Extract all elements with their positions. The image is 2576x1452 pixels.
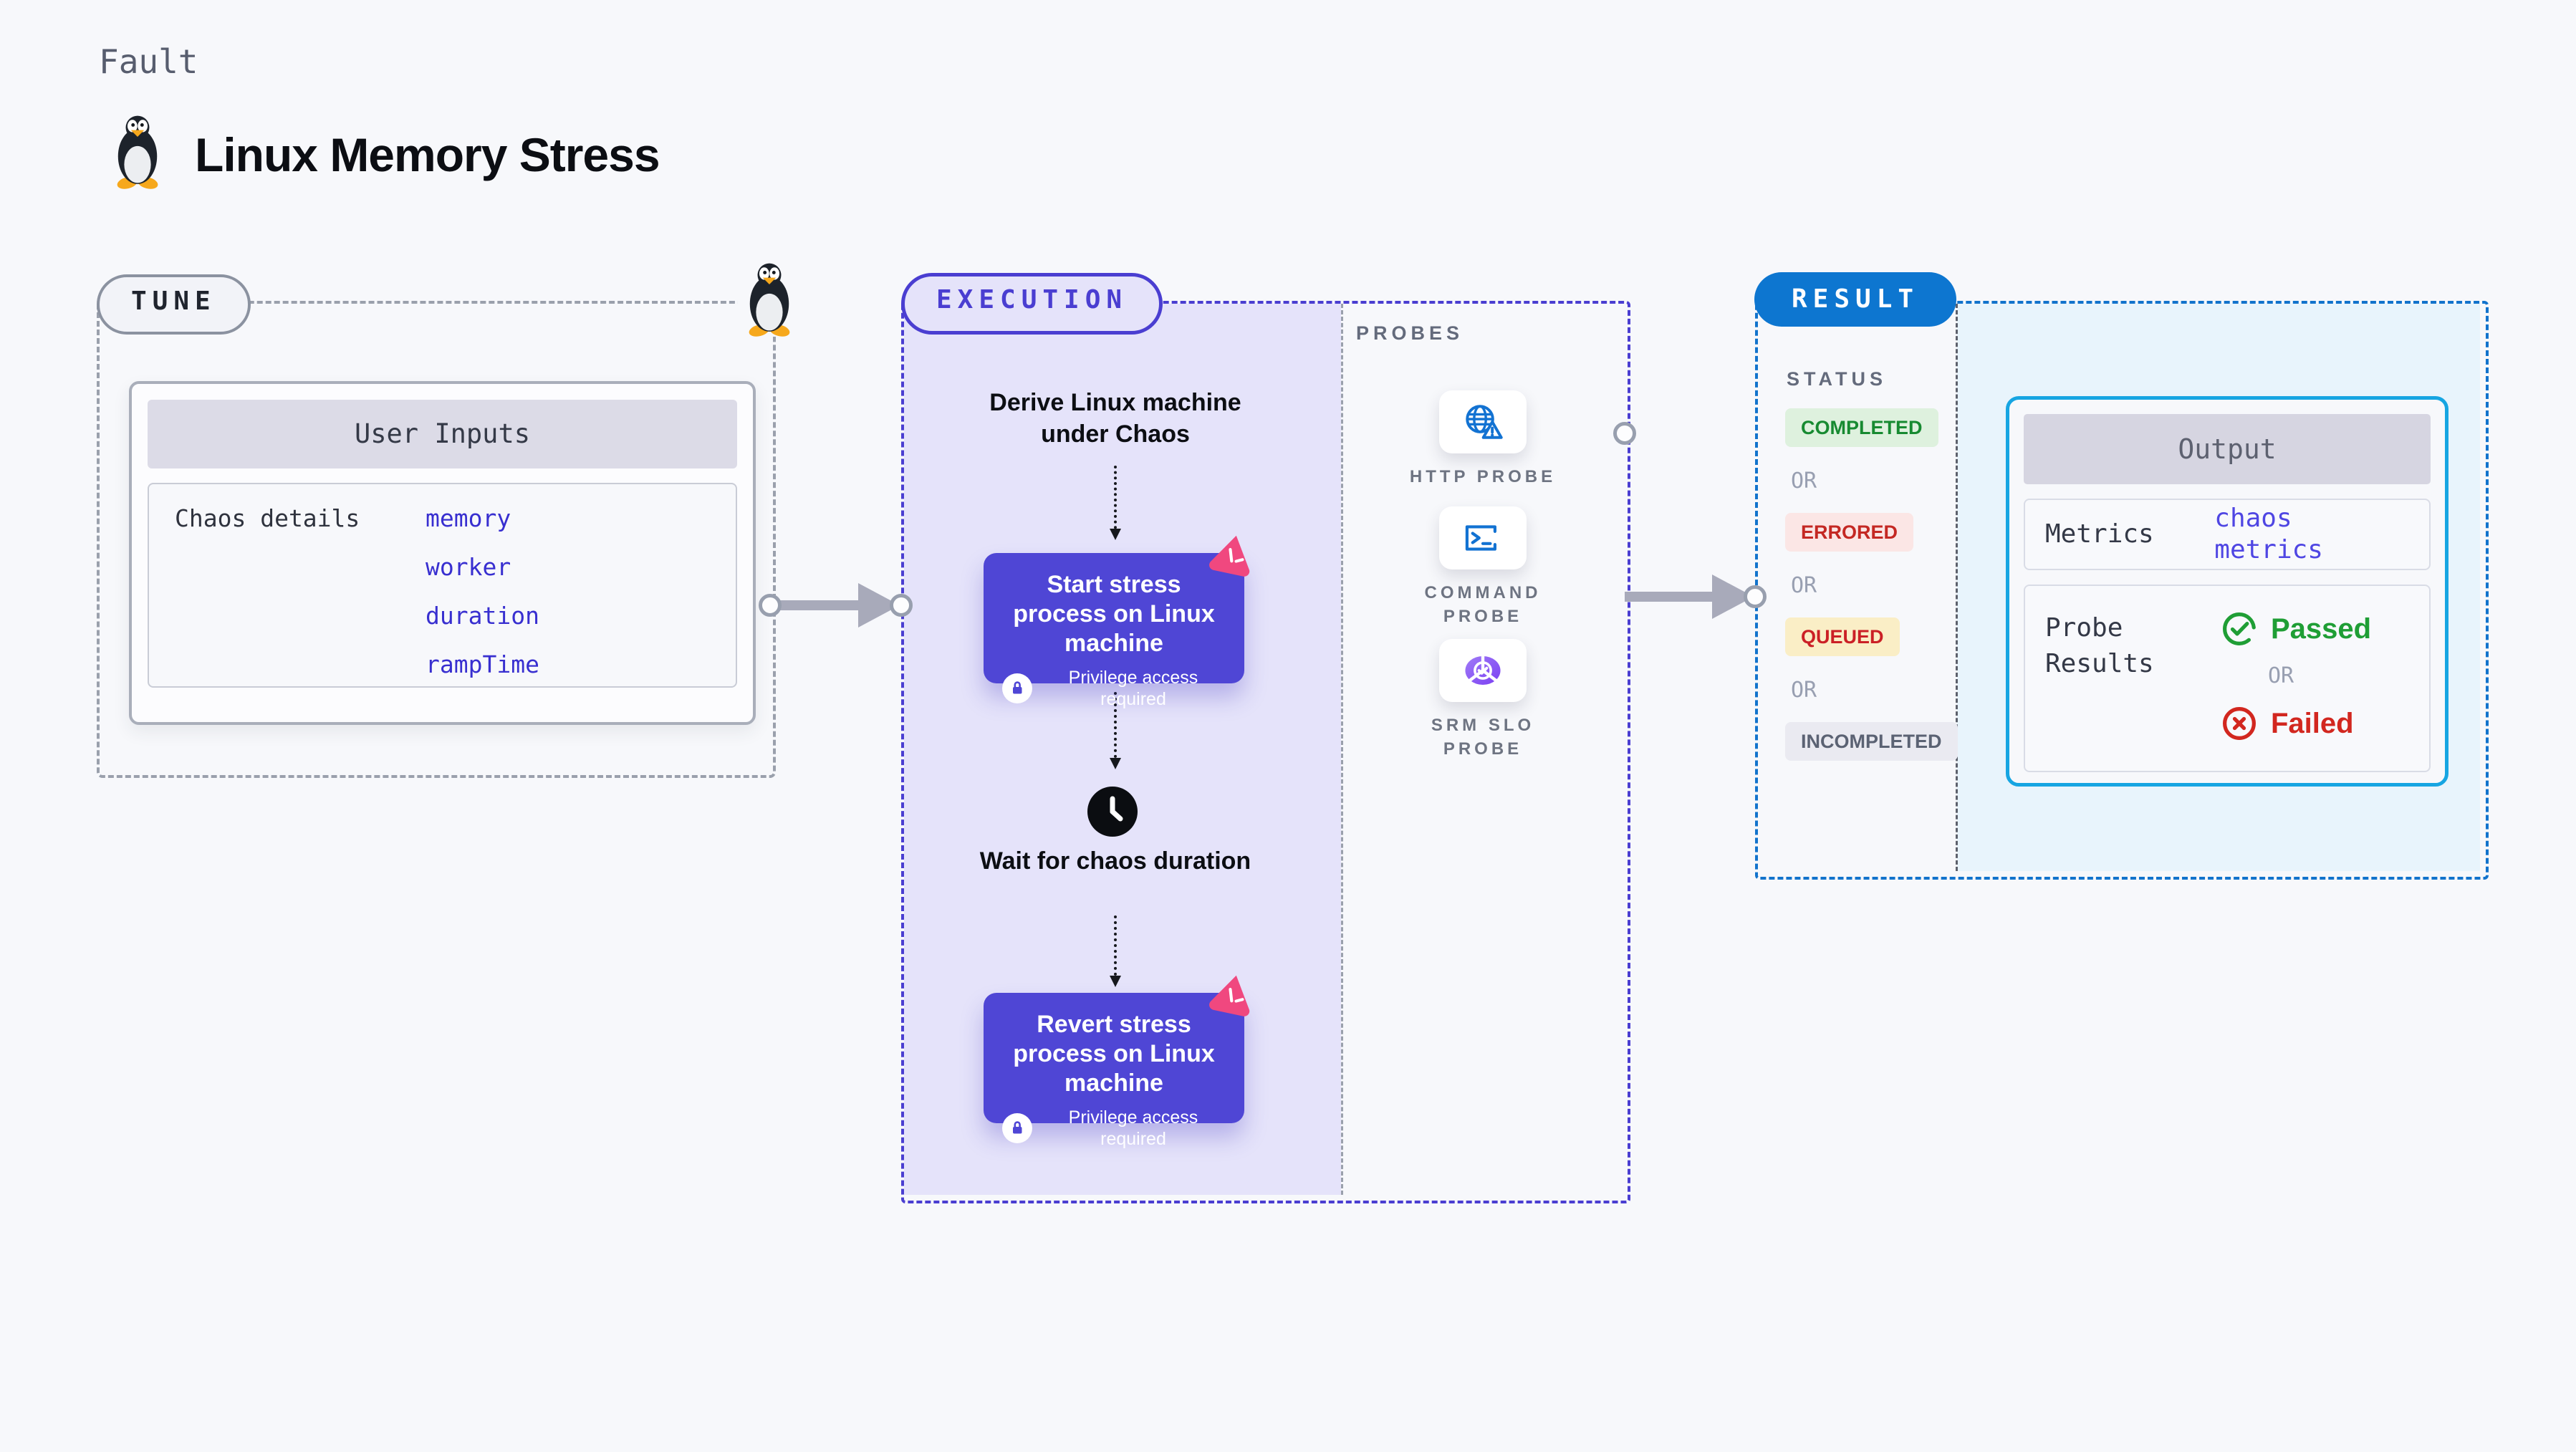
input-item: duration bbox=[426, 602, 539, 630]
output-header: Output bbox=[2024, 414, 2431, 484]
status-badge-incompleted: INCOMPLETED bbox=[1785, 722, 1958, 761]
execution-to-result-arrow bbox=[1625, 592, 1716, 602]
chaos-fault-icon bbox=[1209, 535, 1250, 577]
slo-donut-icon bbox=[1465, 655, 1501, 686]
user-inputs-header: User Inputs bbox=[148, 400, 737, 468]
flow-arrow-down-icon bbox=[1110, 466, 1121, 540]
result-pill: RESULT bbox=[1754, 272, 1957, 327]
passed-check-icon bbox=[2223, 612, 2256, 645]
terminal-icon bbox=[1465, 525, 1496, 551]
chaos-details-label: Chaos details bbox=[175, 504, 360, 532]
probe-item-http: HTTP PROBE bbox=[1390, 390, 1576, 489]
command-probe-card bbox=[1439, 506, 1527, 569]
fault-kicker: Fault bbox=[99, 42, 198, 81]
tux-linux-icon bbox=[105, 114, 170, 189]
metrics-label: Metrics bbox=[2045, 519, 2154, 549]
revert-stress-node: Revert stress process on Linux machine P… bbox=[984, 975, 1250, 1149]
probe-results-label: Probe Results bbox=[2045, 613, 2154, 678]
execution-pill: EXECUTION bbox=[901, 273, 1163, 335]
tune-pill: TUNE bbox=[97, 274, 251, 335]
probe-results-values: Passed OR Failed bbox=[2221, 610, 2371, 746]
chaos-details-values: memory worker duration rampTime bbox=[426, 504, 539, 678]
flow-arrow-down-icon bbox=[1110, 692, 1121, 769]
status-badge-completed: COMPLETED bbox=[1785, 408, 1938, 447]
passed-line: Passed bbox=[2221, 610, 2371, 648]
input-item: rampTime bbox=[426, 650, 539, 678]
result-edge-connector bbox=[1744, 585, 1767, 608]
http-probe-label: HTTP PROBE bbox=[1409, 467, 1557, 486]
privilege-badge: Privilege access required bbox=[1002, 1107, 1226, 1150]
user-inputs-card: User Inputs Chaos details memory worker … bbox=[129, 381, 756, 725]
metrics-value: chaos metrics bbox=[2214, 504, 2323, 564]
globe-alert-icon bbox=[1466, 405, 1503, 439]
http-probe-card bbox=[1439, 390, 1527, 453]
tune-to-execution-arrow bbox=[770, 600, 862, 610]
srm-slo-probe-label: SRM SLO PROBE bbox=[1431, 716, 1535, 759]
user-inputs-body: Chaos details memory worker duration ram… bbox=[148, 483, 737, 688]
input-item: worker bbox=[426, 553, 511, 581]
tune-section-box bbox=[97, 301, 776, 778]
output-card: Output Metrics chaos metrics Probe Resul… bbox=[2006, 396, 2448, 787]
chaos-fault-icon bbox=[1209, 975, 1250, 1016]
probe-item-srm-slo: SRM SLO PROBE bbox=[1390, 639, 1576, 761]
tune-edge-connector bbox=[759, 594, 782, 617]
probe-results-row: Probe Results Passed OR Failed bbox=[2024, 585, 2431, 772]
lock-icon bbox=[1002, 673, 1032, 703]
execution-section-box bbox=[901, 301, 1630, 1203]
status-badge-queued: QUEUED bbox=[1785, 617, 1900, 656]
lock-icon bbox=[1002, 1113, 1032, 1143]
execution-probes-divider bbox=[1341, 304, 1343, 1195]
probes-edge-connector bbox=[1613, 422, 1636, 445]
failed-label: Failed bbox=[2271, 708, 2354, 739]
command-probe-label: COMMAND PROBE bbox=[1424, 583, 1542, 626]
failed-x-icon bbox=[2223, 707, 2256, 740]
derive-step-label: Derive Linux machine under Chaos bbox=[989, 389, 1241, 448]
flow-arrow-down-icon bbox=[1110, 915, 1121, 987]
page-title: Linux Memory Stress bbox=[195, 128, 660, 181]
wait-step-label: Wait for chaos duration bbox=[979, 847, 1251, 875]
input-item: memory bbox=[426, 504, 511, 532]
status-badges: COMPLETED OR ERRORED OR QUEUED OR INCOMP… bbox=[1785, 408, 1958, 761]
privilege-badge-label: Privilege access required bbox=[1068, 1107, 1198, 1149]
status-output-divider bbox=[1956, 304, 1958, 871]
failed-line: Failed bbox=[2221, 705, 2371, 742]
metrics-row: Metrics chaos metrics bbox=[2024, 499, 2431, 570]
privilege-badge: Privilege access required bbox=[1002, 667, 1226, 710]
or-separator: OR bbox=[1791, 678, 1817, 703]
status-section-label: STATUS bbox=[1787, 368, 1887, 390]
probes-section-label: PROBES bbox=[1356, 322, 1464, 344]
or-separator: OR bbox=[1791, 573, 1817, 598]
srm-slo-probe-card bbox=[1439, 639, 1527, 702]
or-separator: OR bbox=[2268, 663, 2294, 688]
status-badge-errored: ERRORED bbox=[1785, 513, 1914, 552]
execution-edge-connector bbox=[890, 594, 913, 617]
privilege-badge-label: Privilege access required bbox=[1068, 668, 1198, 709]
probe-item-command: COMMAND PROBE bbox=[1390, 506, 1576, 628]
start-stress-title: Start stress process on Linux machine bbox=[1013, 571, 1215, 657]
or-separator: OR bbox=[1791, 468, 1817, 494]
clock-icon bbox=[1087, 787, 1138, 837]
tux-corner-icon bbox=[737, 261, 802, 337]
revert-stress-title: Revert stress process on Linux machine bbox=[1013, 1011, 1215, 1097]
passed-label: Passed bbox=[2271, 613, 2372, 645]
start-stress-node: Start stress process on Linux machine Pr… bbox=[984, 535, 1250, 709]
